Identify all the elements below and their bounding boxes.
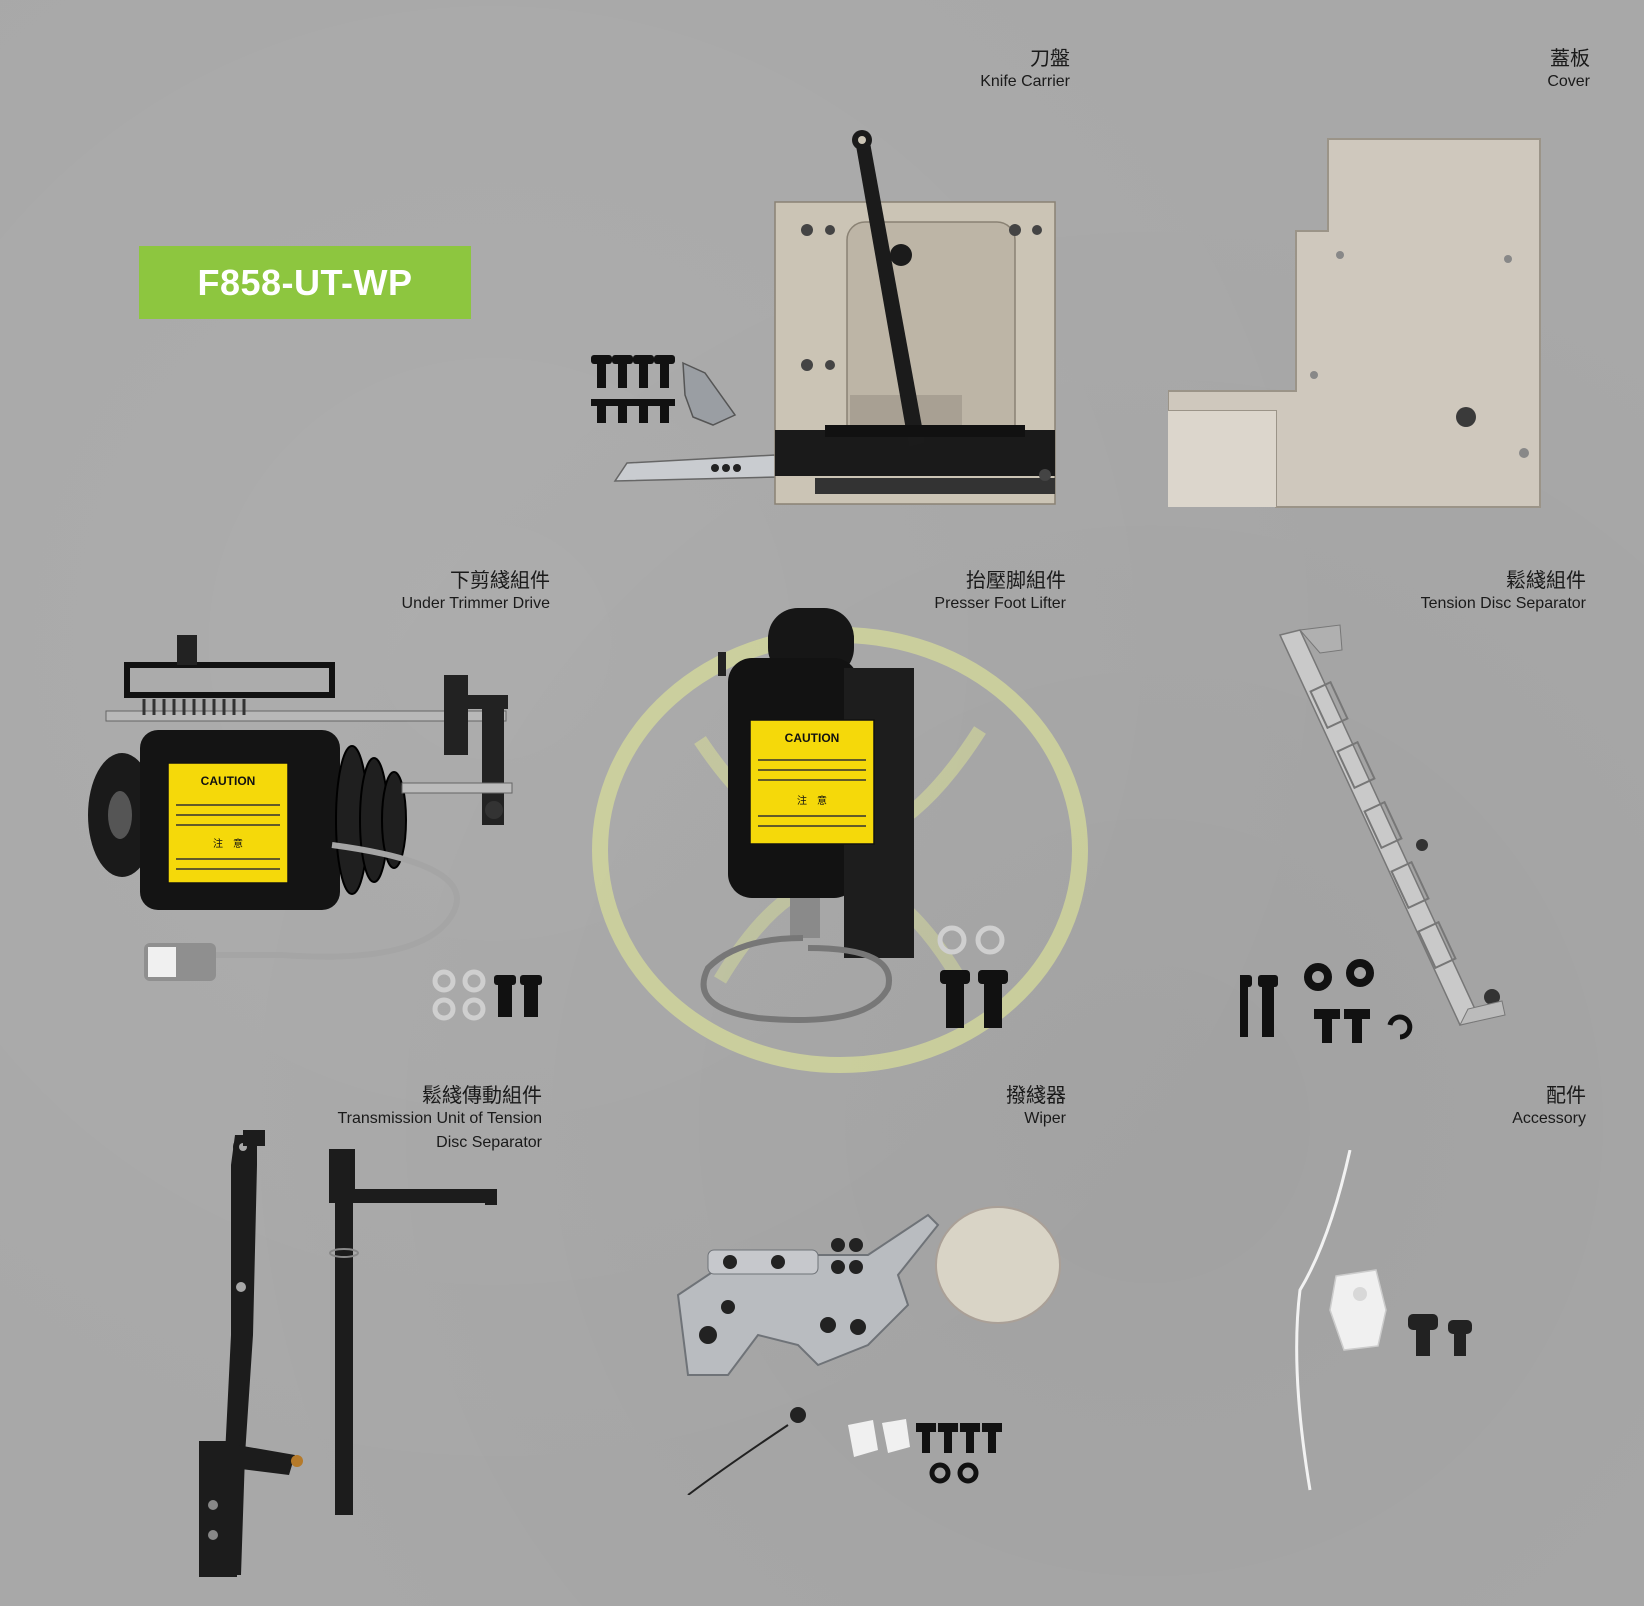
label-zh: 配件 (1546, 1083, 1586, 1107)
label-zh: 蓋板 (1550, 46, 1590, 70)
label-cover: 蓋板 Cover (1547, 46, 1590, 94)
label-en-line2: Disc Separator (436, 1134, 542, 1151)
knife-carrier-icon (591, 130, 1056, 505)
label-en: Presser Foot Lifter (934, 595, 1066, 612)
label-zh: 鬆綫傳動組件 (422, 1083, 542, 1107)
label-en: Transmission Unit of Tension (337, 1110, 542, 1127)
label-en: Cover (1547, 73, 1590, 90)
label-zh: 下剪綫組件 (450, 568, 550, 592)
label-under-trimmer-drive: 下剪綫組件 Under Trimmer Drive (402, 568, 550, 616)
caution-notice-2: 注 意 (797, 794, 827, 807)
label-tension-disc-separator: 鬆綫組件 Tension Disc Separator (1421, 568, 1586, 616)
presser-foot-lifter-icon: CAUTION 注 意 (700, 608, 1008, 1028)
label-en: Accessory (1512, 1110, 1586, 1127)
label-zh: 撥綫器 (1006, 1083, 1066, 1107)
label-en: Wiper (1024, 1110, 1066, 1127)
caution-title-2: CAUTION (785, 731, 840, 745)
under-trimmer-drive-icon: CAUTION 注 意 (88, 635, 542, 1021)
label-transmission-unit: 鬆綫傳動組件 Transmission Unit of Tension Disc… (337, 1083, 542, 1155)
caution-notice: 注 意 (213, 837, 243, 850)
label-knife-carrier: 刀盤 Knife Carrier (980, 46, 1070, 94)
model-badge: F858-UT-WP (139, 246, 471, 319)
label-en: Under Trimmer Drive (401, 595, 550, 612)
label-zh: 鬆綫組件 (1506, 568, 1586, 592)
label-en: Tension Disc Separator (1420, 595, 1586, 612)
wiper-icon (676, 1206, 1061, 1495)
label-en: Knife Carrier (980, 73, 1070, 90)
label-zh: 抬壓脚組件 (966, 568, 1066, 592)
label-accessory: 配件 Accessory (1512, 1083, 1586, 1131)
cover-plate-icon (1168, 138, 1541, 508)
label-zh: 刀盤 (1030, 46, 1070, 70)
caution-title: CAUTION (201, 774, 256, 788)
label-wiper: 撥綫器 Wiper (1006, 1083, 1066, 1131)
tension-disc-separator-icon (1240, 624, 1506, 1043)
label-presser-foot-lifter: 抬壓脚組件 Presser Foot Lifter (934, 568, 1066, 616)
accessory-icon (1295, 1150, 1472, 1491)
transmission-unit-icon (199, 1130, 497, 1577)
